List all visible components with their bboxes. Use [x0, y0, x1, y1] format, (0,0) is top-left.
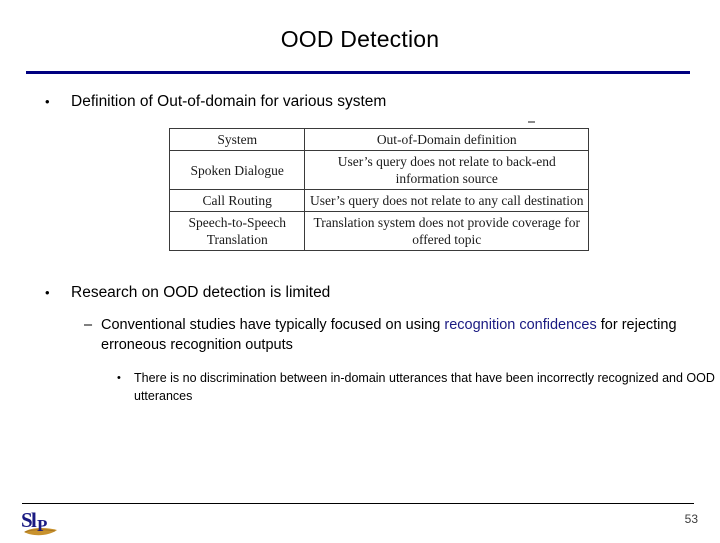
text-segment-after: for rejecting erroneous recognition outp… — [101, 317, 677, 353]
bullet-conventional-studies: – Conventional studies have typically fo… — [84, 315, 684, 355]
bullet-no-discrimination-text: There is no discrimination between in-do… — [134, 371, 715, 403]
page-title: OOD Detection — [280, 26, 440, 52]
table-row: Speech-to-Speech Translation Translation… — [168, 211, 589, 251]
bullet-research-text: Research on OOD detection is limited — [71, 284, 331, 301]
bullet-no-discrimination: • There is no discrimination between in-… — [117, 369, 717, 405]
footer-divider — [22, 503, 694, 504]
text-segment-before: Conventional studies have typically focu… — [101, 317, 445, 333]
table-header-definition: Out-of-Domain definition — [304, 128, 589, 151]
slp-logo: S l P — [19, 505, 65, 538]
table-cell-definition: Translation system does not provide cove… — [304, 211, 589, 251]
dash-marker-icon: – — [84, 317, 93, 333]
table-header-row: System Out-of-Domain definition — [168, 128, 589, 151]
bullet-definition: • Definition of Out-of-domain for variou… — [45, 92, 386, 112]
title-divider — [26, 71, 690, 74]
bullet-marker-icon: • — [117, 372, 121, 384]
bullet-definition-text: Definition of Out-of-domain for various … — [71, 93, 387, 110]
svg-text:l: l — [31, 508, 37, 532]
table-row: Call Routing User’s query does not relat… — [168, 189, 589, 212]
table-cell-definition: User’s query does not relate to back-end… — [304, 150, 589, 190]
ood-definition-table: System Out-of-Domain definition Spoken D… — [168, 128, 589, 251]
table-cell-system: Call Routing — [168, 189, 306, 212]
svg-text:P: P — [37, 516, 47, 535]
table-header-system: System — [168, 128, 306, 151]
page-number: 53 — [684, 512, 698, 526]
bullet-marker-icon: • — [45, 285, 50, 300]
bullet-research: • Research on OOD detection is limited — [45, 283, 330, 303]
svg-text:S: S — [21, 508, 33, 532]
table-scan-artifact — [528, 121, 535, 123]
table-cell-system: Spoken Dialogue — [168, 150, 306, 190]
bullet-conventional-studies-text: Conventional studies have typically focu… — [101, 315, 684, 355]
highlighted-term: recognition confidences — [444, 317, 597, 333]
table-cell-system: Speech-to-Speech Translation — [168, 211, 306, 251]
table-row: Spoken Dialogue User’s query does not re… — [168, 150, 589, 190]
table-cell-definition: User’s query does not relate to any call… — [304, 189, 589, 212]
bullet-marker-icon: • — [45, 94, 50, 109]
